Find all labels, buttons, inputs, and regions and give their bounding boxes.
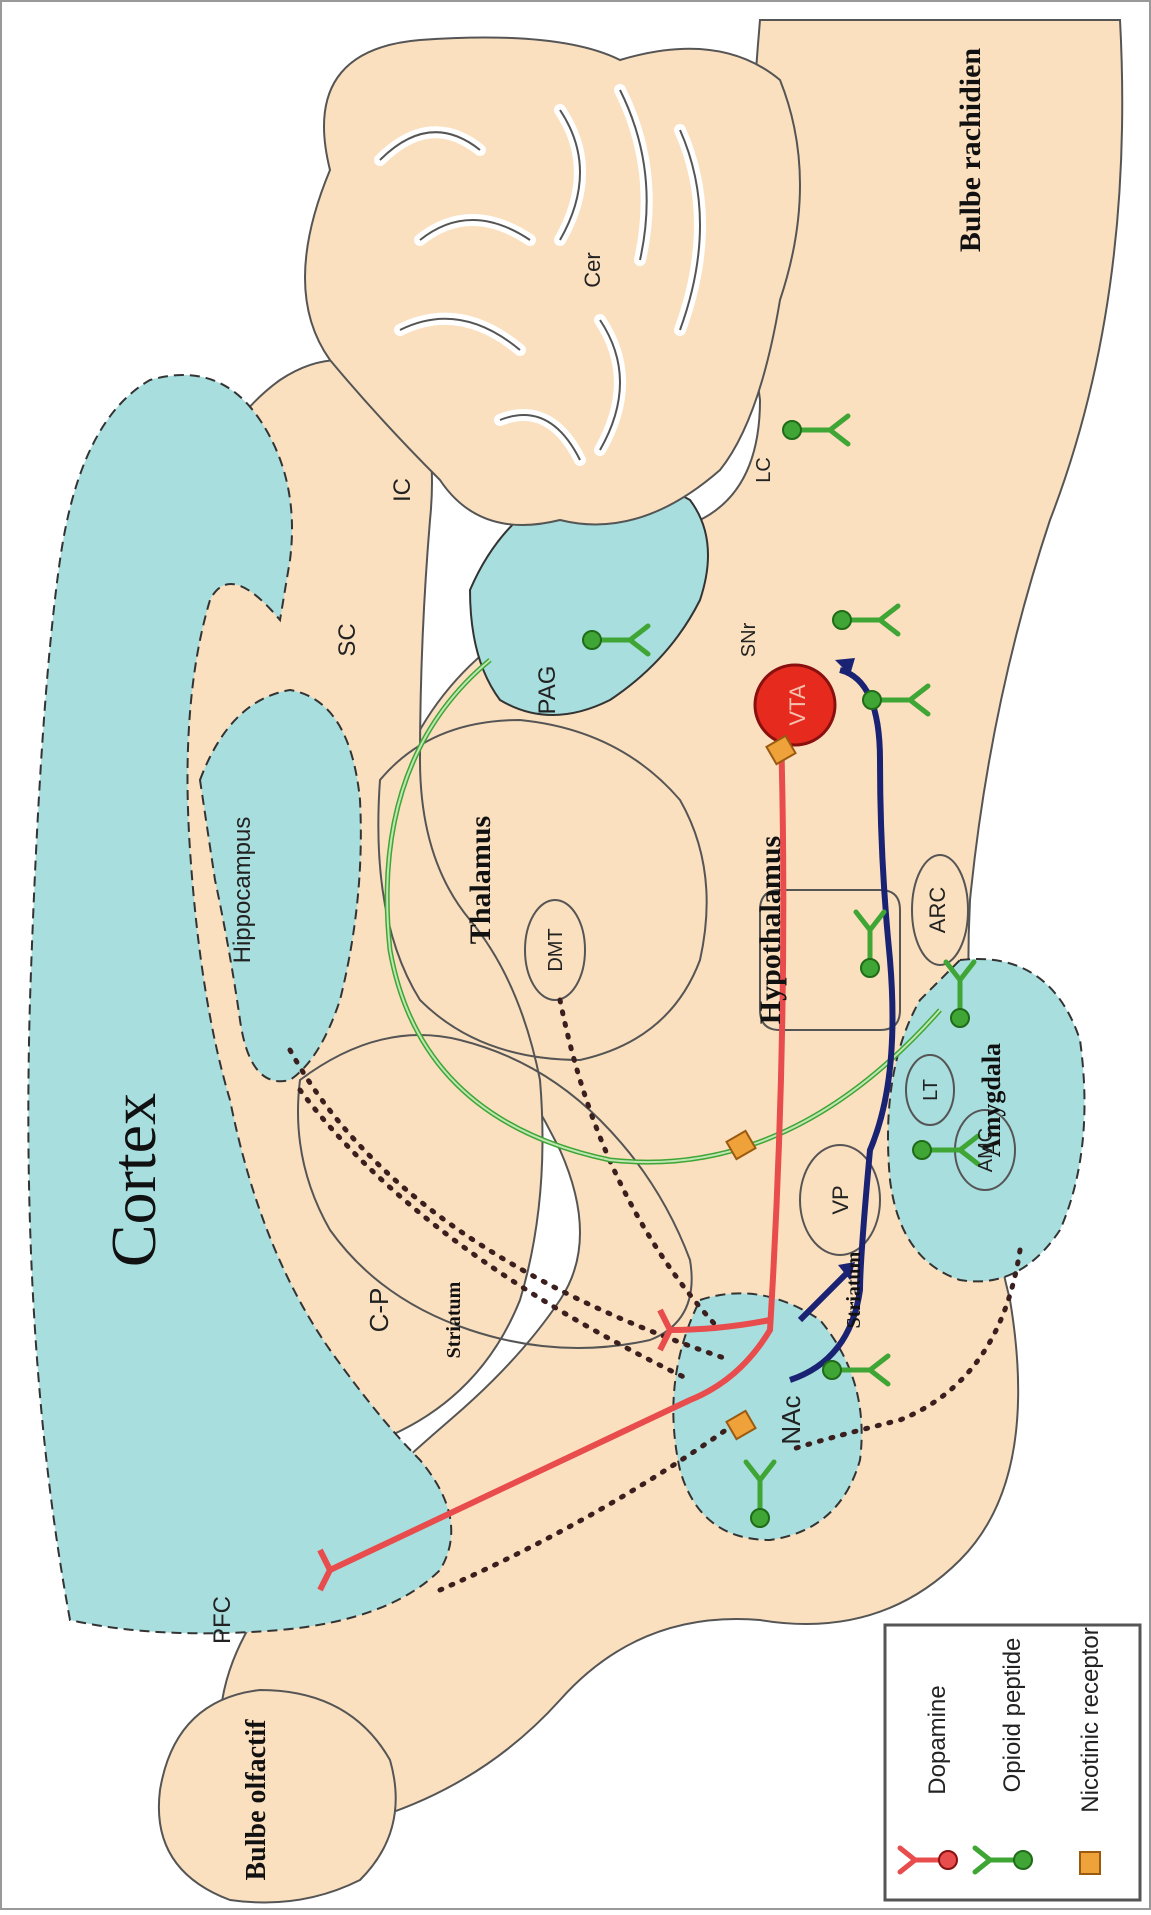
nicotinic-receptor-icon bbox=[1080, 1852, 1100, 1874]
label-lc: LC bbox=[753, 457, 775, 483]
label-arc: ARC bbox=[925, 887, 950, 934]
legend-label-dopamine: Dopamine bbox=[924, 1685, 951, 1794]
label-lt: LT bbox=[920, 1079, 942, 1101]
label-thalamus: Thalamus bbox=[464, 816, 497, 944]
label-nac: NAc bbox=[776, 1395, 806, 1444]
label-bulbe-olfactif: Bulbe olfactif bbox=[241, 1719, 272, 1881]
label-pfc: PFC bbox=[209, 1596, 236, 1644]
legend-label-opioid: Opioid peptide bbox=[999, 1638, 1026, 1793]
olfactory-bulb bbox=[159, 1690, 396, 1903]
label-amc: AMC bbox=[975, 1128, 997, 1172]
label-sc: SC bbox=[334, 623, 361, 656]
label-vta: VTA bbox=[785, 684, 810, 725]
label-ic: IC bbox=[389, 478, 416, 502]
legend: Dopamine Opioid peptide Nicotinic recept… bbox=[885, 1625, 1140, 1900]
label-cp: C-P bbox=[364, 1288, 394, 1333]
label-striatum-upper: Striatum bbox=[443, 1281, 465, 1358]
label-bulbe-rachidien: Bulbe rachidien bbox=[954, 48, 987, 253]
label-striatum-lower: Striatum bbox=[843, 1251, 865, 1328]
label-dmt: DMT bbox=[545, 928, 567, 971]
label-vp: VP bbox=[828, 1185, 853, 1214]
label-hippocampus: Hippocampus bbox=[229, 817, 256, 964]
label-cortex: Cortex bbox=[98, 1093, 169, 1267]
label-snr: SNr bbox=[738, 622, 760, 657]
label-hypothalamus: Hypothalamus bbox=[754, 836, 787, 1024]
legend-label-nicotinic: Nicotinic receptor bbox=[1077, 1627, 1104, 1812]
label-cer: Cer bbox=[580, 252, 605, 287]
label-pag: PAG bbox=[534, 666, 561, 715]
